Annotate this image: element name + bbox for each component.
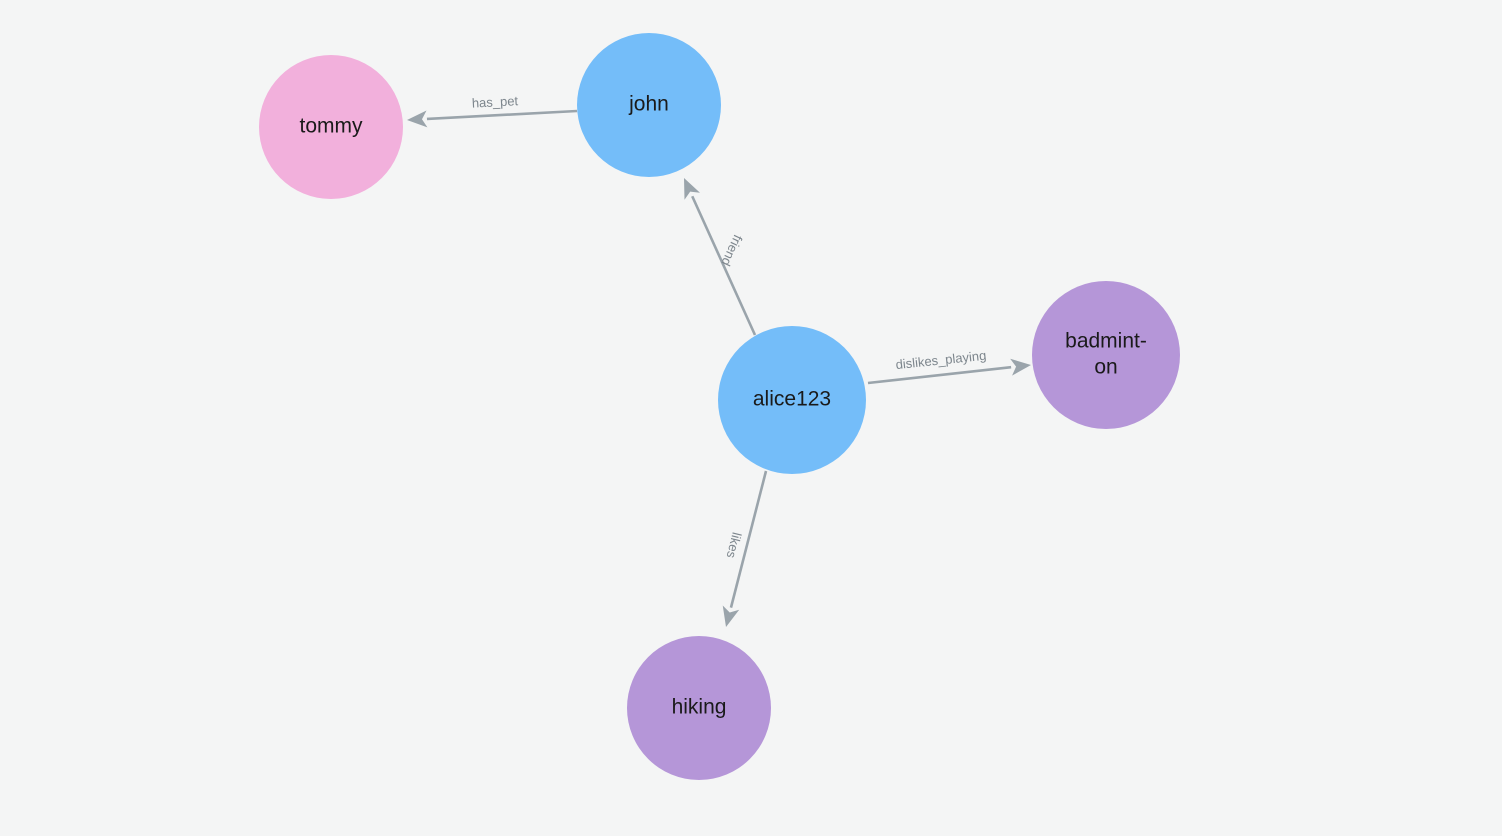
- graph-edge[interactable]: has_pet: [407, 93, 578, 128]
- graph-node-john[interactable]: john: [577, 33, 721, 177]
- edge-arrowhead-icon: [1010, 358, 1031, 376]
- node-circle[interactable]: [259, 55, 403, 199]
- graph-node-badminton[interactable]: badmint-on: [1032, 281, 1180, 429]
- edge-line: [691, 195, 757, 336]
- edge-label: dislikes_playing: [895, 348, 987, 372]
- edge-arrowhead-icon: [684, 178, 700, 200]
- graph-node-tommy[interactable]: tommy: [259, 55, 403, 199]
- graph-node-hiking[interactable]: hiking: [627, 636, 771, 780]
- edge-line: [867, 365, 1012, 385]
- edge-arrowhead-icon: [407, 110, 428, 128]
- graph-edge[interactable]: likes: [722, 470, 768, 627]
- edge-label: has_pet: [471, 93, 518, 110]
- nodes-layer: tommy john alice123 badmint-on hiking: [259, 33, 1180, 780]
- edge-line: [729, 470, 768, 608]
- graph-node-alice123[interactable]: alice123: [718, 326, 866, 474]
- edge-arrowhead-icon: [722, 605, 740, 627]
- node-circle[interactable]: [1032, 281, 1180, 429]
- node-circle[interactable]: [577, 33, 721, 177]
- edge-label: likes: [723, 531, 744, 560]
- graph-edge[interactable]: dislikes_playing: [867, 348, 1031, 385]
- node-circle[interactable]: [627, 636, 771, 780]
- node-circle[interactable]: [718, 326, 866, 474]
- edge-line: [426, 109, 578, 121]
- graph-edge[interactable]: friend: [684, 178, 757, 336]
